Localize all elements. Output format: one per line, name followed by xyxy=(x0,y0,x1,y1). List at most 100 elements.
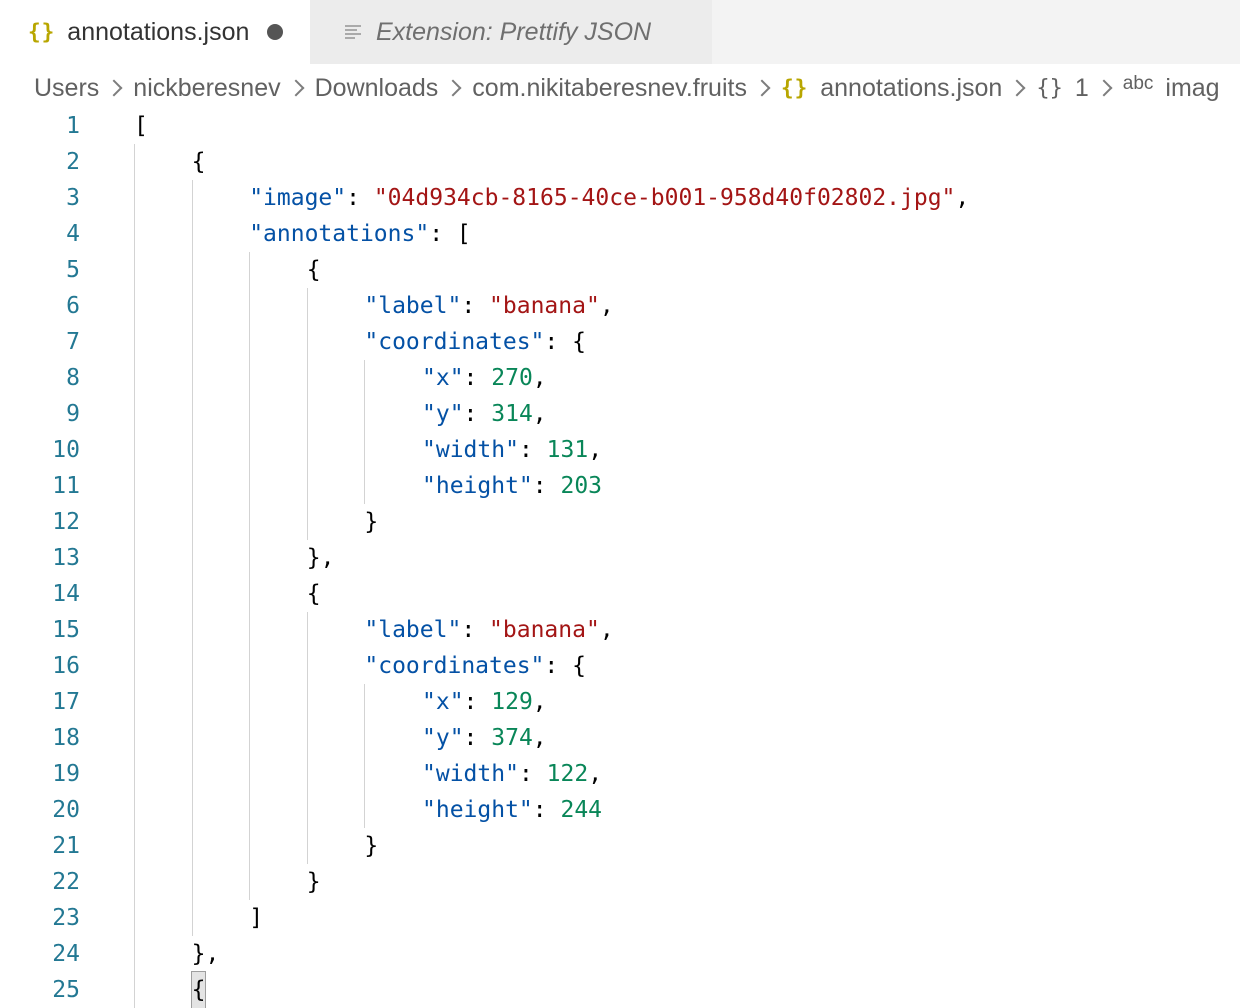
breadcrumb-label: imag xyxy=(1165,73,1220,102)
code-line[interactable]: 6"label": "banana", xyxy=(0,288,1240,324)
tab-extension-prettify-json[interactable]: Extension: Prettify JSON xyxy=(310,0,712,64)
code-token: "y" xyxy=(422,401,464,427)
breadcrumb-item-object-1[interactable]: {} 1 xyxy=(1036,74,1088,103)
code-token: : xyxy=(461,293,490,319)
code-text: "height": 203 xyxy=(422,468,602,504)
code-text: "y": 314, xyxy=(422,396,547,432)
code-token: "banana" xyxy=(489,617,600,643)
breadcrumb-item-annotations-json[interactable]: {} annotations.json xyxy=(781,74,1002,103)
preview-icon xyxy=(345,25,361,39)
code-line[interactable]: 7"coordinates": { xyxy=(0,324,1240,360)
tab-bar: {} annotations.json Extension: Prettify … xyxy=(0,0,1240,64)
code-line[interactable]: 18 "y": 374, xyxy=(0,720,1240,756)
code-token: , xyxy=(599,293,614,319)
tab-label: Extension: Prettify JSON xyxy=(376,17,652,46)
line-number: 20 xyxy=(52,797,80,823)
matching-bracket: { xyxy=(190,971,207,1008)
code-line[interactable]: 1[ xyxy=(0,108,1240,144)
line-number: 23 xyxy=(52,905,80,931)
code-line[interactable]: 22} xyxy=(0,864,1240,900)
line-number: 6 xyxy=(66,293,80,319)
code-text: ] xyxy=(249,900,263,936)
code-token: : [ xyxy=(429,221,471,247)
breadcrumb-item-users[interactable]: Users xyxy=(34,74,99,103)
code-token: { xyxy=(306,257,321,283)
code-line[interactable]: 19"width": 122, xyxy=(0,756,1240,792)
code-line[interactable]: 11"height": 203 xyxy=(0,468,1240,504)
code-token: , xyxy=(532,401,547,427)
line-number: 19 xyxy=(52,761,80,787)
breadcrumb-item-nickberesnev[interactable]: nickberesnev xyxy=(133,74,280,103)
breadcrumb-item-image[interactable]: abc imag xyxy=(1123,73,1220,103)
code-token: "label" xyxy=(364,617,462,643)
code-line[interactable]: 16"coordinates": { xyxy=(0,648,1240,684)
chevron-right-icon xyxy=(1095,79,1113,97)
line-number: 5 xyxy=(66,257,80,283)
code-line[interactable]: 25 { xyxy=(0,971,1240,1008)
line-number: 15 xyxy=(52,617,80,643)
code-token: "coordinates" xyxy=(364,653,545,679)
line-number: 8 xyxy=(66,365,80,391)
code-token: } xyxy=(364,509,379,535)
code-token: 244 xyxy=(560,797,603,823)
code-line[interactable]: 9 "y": 314, xyxy=(0,396,1240,432)
code-token: , xyxy=(588,761,603,787)
code-text: [ xyxy=(134,108,148,144)
breadcrumb-label: Downloads xyxy=(314,73,439,102)
line-number: 3 xyxy=(66,185,80,211)
code-token: : xyxy=(463,689,492,715)
code-text: "y": 374, xyxy=(422,720,547,756)
code-token: 374 xyxy=(491,725,533,751)
code-token: : xyxy=(346,185,374,211)
code-editor[interactable]: 1[2{3"image": "04d934cb-8165-40ce-b001-9… xyxy=(0,108,1240,1008)
code-token: "label" xyxy=(364,293,462,319)
code-token: "y" xyxy=(422,725,464,751)
breadcrumb-label: nickberesnev xyxy=(133,73,281,102)
line-number: 4 xyxy=(66,221,80,247)
code-token: "x" xyxy=(422,365,464,391)
unsaved-dot-icon[interactable] xyxy=(267,24,284,40)
code-token: "x" xyxy=(422,689,464,715)
code-line[interactable]: 14{ xyxy=(0,576,1240,612)
code-line[interactable]: 23] xyxy=(0,900,1240,936)
code-text: } xyxy=(307,864,321,900)
code-text: "annotations": [ xyxy=(249,216,471,252)
code-line[interactable]: 8"x": 270, xyxy=(0,360,1240,396)
line-number: 25 xyxy=(52,977,80,1003)
code-line[interactable]: 21} xyxy=(0,828,1240,864)
tab-annotations-json[interactable]: {} annotations.json xyxy=(0,0,310,64)
code-line[interactable]: 15"label": "banana", xyxy=(0,612,1240,648)
line-number: 18 xyxy=(52,725,80,751)
code-line[interactable]: 20"height": 244 xyxy=(0,792,1240,828)
code-line[interactable]: 3"image": "04d934cb-8165-40ce-b001-958d4… xyxy=(0,180,1240,216)
breadcrumb-label: com.nikitaberesnev.fruits xyxy=(472,73,747,102)
code-token: }, xyxy=(306,545,335,571)
code-token: } xyxy=(364,833,379,859)
breadcrumb-label: Users xyxy=(34,73,100,102)
code-text: } xyxy=(364,504,378,540)
code-line[interactable]: 10"width": 131, xyxy=(0,432,1240,468)
line-number: 2 xyxy=(66,149,80,175)
code-token: } xyxy=(306,869,321,895)
code-line[interactable]: 12} xyxy=(0,504,1240,540)
code-line[interactable]: 24}, xyxy=(0,936,1240,972)
breadcrumb-item-downloads[interactable]: Downloads xyxy=(315,74,439,103)
code-token: "image" xyxy=(249,185,347,211)
code-text: "coordinates": { xyxy=(364,648,586,684)
code-token: "width" xyxy=(422,437,519,463)
tab-label: annotations.json xyxy=(67,17,250,46)
line-number: 9 xyxy=(66,401,80,427)
code-token: : xyxy=(532,797,561,823)
code-line[interactable]: 4 "annotations": [ xyxy=(0,216,1240,252)
line-number: 7 xyxy=(66,329,80,355)
breadcrumb-item-fruits-folder[interactable]: com.nikitaberesnev.fruits xyxy=(472,74,747,103)
code-line[interactable]: 13}, xyxy=(0,540,1240,576)
code-text: { xyxy=(307,252,321,288)
code-token: : xyxy=(518,437,547,463)
code-line[interactable]: 5{ xyxy=(0,252,1240,288)
code-token: }, xyxy=(191,941,220,967)
line-number: 12 xyxy=(52,509,80,535)
code-line[interactable]: 17"x": 129, xyxy=(0,684,1240,720)
code-token: , xyxy=(588,437,603,463)
code-line[interactable]: 2{ xyxy=(0,144,1240,180)
